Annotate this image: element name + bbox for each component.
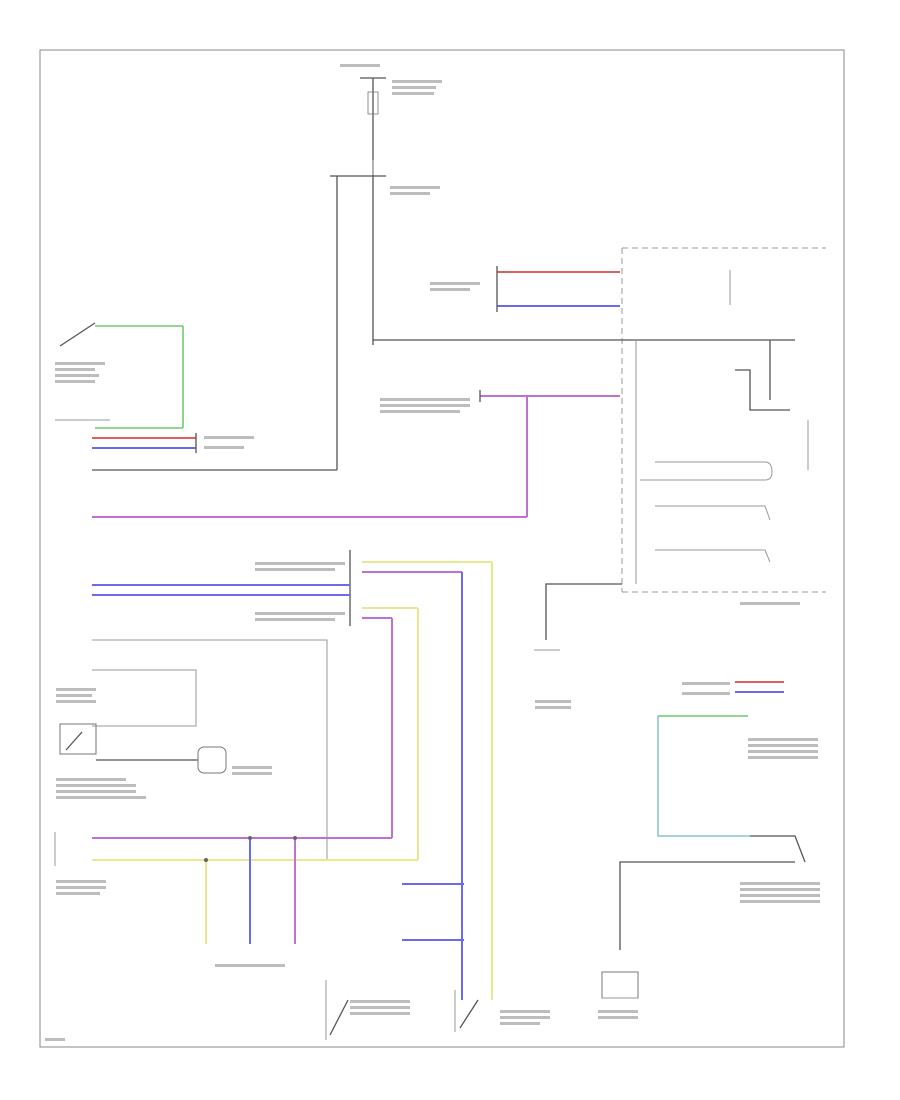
left-connector	[92, 433, 337, 471]
purple-signal	[92, 390, 620, 518]
left-switch	[55, 322, 184, 429]
text-labels	[45, 64, 820, 1041]
page-border	[39, 49, 845, 1048]
fuse-feed	[330, 77, 386, 470]
right-lower-block	[601, 681, 806, 999]
ground-center	[534, 583, 622, 651]
lower-left-components	[54, 639, 418, 944]
red-blue-feed	[496, 266, 620, 312]
center-bottom-switches	[325, 883, 479, 1040]
instrument-cluster	[373, 247, 826, 593]
mid-connector	[92, 550, 493, 1000]
